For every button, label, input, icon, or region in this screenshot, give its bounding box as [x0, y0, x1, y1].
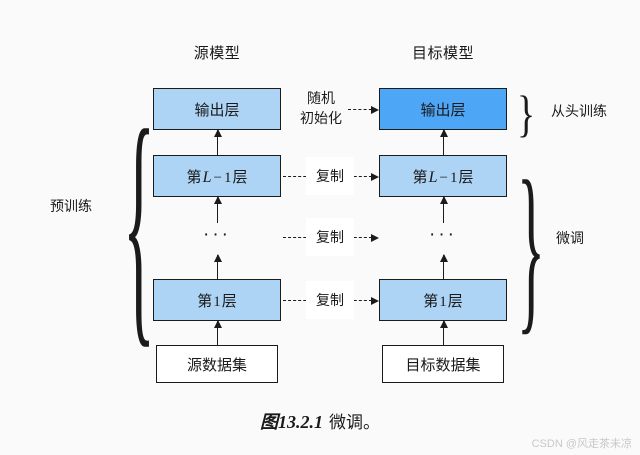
source-model-title: 源模型 — [193, 45, 241, 62]
target-layer-lminus1-label: 第L−1层 — [413, 166, 474, 187]
target-output-layer-box: 输出层 — [379, 88, 507, 130]
source-layer-1-label: 第1层 — [197, 290, 237, 311]
target-output-layer-label: 输出层 — [420, 101, 466, 119]
random-init-line-2: 初始化 — [300, 110, 342, 126]
source-output-layer-box: 输出层 — [153, 88, 281, 130]
random-init-label: 随机 初始化 — [292, 88, 350, 128]
source-arrow-ellipsis-to-lm1 — [213, 196, 222, 223]
copy-layer1-label: 复制 — [306, 281, 354, 319]
text-part: 第 — [423, 292, 439, 310]
copy-lminus1-label: 复制 — [306, 157, 354, 195]
source-hidden-layers-ellipsis: ··· — [203, 224, 231, 245]
fine-tune-label: 微调 — [556, 230, 584, 246]
target-layer-lminus1-box: 第L−1层 — [379, 155, 507, 197]
text-part: 第 — [186, 168, 202, 186]
text-part: 层 — [458, 168, 474, 186]
source-dataset-box: 源数据集 — [156, 345, 278, 383]
pretrain-brace: { — [123, 74, 156, 371]
figure-caption: 图13.2.1 微调。 — [0, 408, 640, 434]
math-op: − — [439, 169, 448, 186]
text-part: 层 — [232, 168, 248, 186]
source-layer-1-box: 第1层 — [153, 279, 281, 321]
fine-tune-brace: } — [517, 147, 545, 353]
text-part: 第 — [412, 168, 428, 186]
math-var: L — [202, 168, 212, 186]
text-part: 层 — [221, 292, 237, 310]
source-arrow-dataset-to-l1 — [213, 320, 222, 345]
target-dataset-box: 目标数据集 — [382, 345, 504, 383]
target-arrow-ellipsis-to-lm1 — [439, 196, 448, 223]
target-arrow-dataset-to-l1 — [439, 320, 448, 345]
math-num: 1 — [439, 293, 447, 310]
source-layer-lminus1-box: 第L−1层 — [153, 155, 281, 197]
figure-number: 图13.2.1 — [260, 412, 323, 432]
source-output-layer-label: 输出层 — [194, 101, 240, 119]
text-part: 第 — [197, 292, 213, 310]
math-num: 1 — [449, 169, 458, 186]
target-hidden-layers-ellipsis: ··· — [429, 224, 457, 245]
source-layer-lminus1-label: 第L−1层 — [187, 166, 248, 187]
target-layer-1-label: 第1层 — [423, 290, 463, 311]
math-var: L — [428, 168, 438, 186]
target-arrow-lm1-to-output — [439, 129, 448, 155]
random-init-dashed-arrow — [348, 105, 379, 114]
target-model-title: 目标模型 — [411, 45, 474, 62]
target-dataset-label: 目标数据集 — [405, 356, 481, 374]
pretrain-label: 预训练 — [50, 198, 92, 214]
source-arrow-lm1-to-output — [213, 129, 222, 155]
random-init-line-1: 随机 — [307, 90, 335, 106]
train-from-scratch-brace: } — [517, 85, 536, 142]
source-dataset-label: 源数据集 — [186, 356, 247, 374]
train-from-scratch-label: 从头训练 — [551, 103, 607, 119]
csdn-watermark: CSDN @风走茶未凉 — [531, 438, 632, 450]
target-arrow-l1-to-ellipsis — [439, 254, 448, 279]
math-num: 1 — [223, 169, 232, 186]
text-part: 层 — [447, 292, 463, 310]
copy-mid-label: 复制 — [306, 218, 354, 256]
math-op: − — [213, 169, 222, 186]
source-arrow-l1-to-ellipsis — [213, 254, 222, 279]
math-num: 1 — [213, 293, 221, 310]
figure-caption-text: 微调。 — [329, 413, 380, 432]
target-layer-1-box: 第1层 — [379, 279, 507, 321]
